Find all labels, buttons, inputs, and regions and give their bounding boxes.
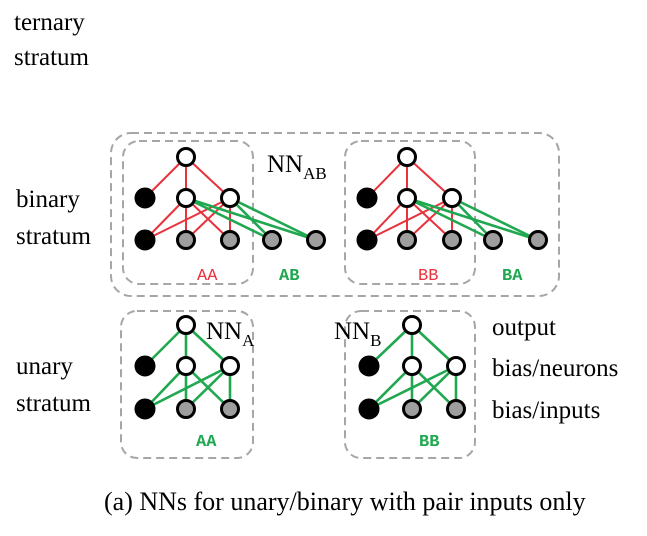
- bias-node: [356, 229, 378, 251]
- nn-ab-label: NNAB: [267, 151, 327, 183]
- ternary-stratum-label: ternary stratum: [14, 9, 91, 71]
- binary-right-network: [356, 147, 548, 251]
- bias-node: [134, 398, 156, 420]
- legend-bias-inputs: bias/inputs: [492, 397, 600, 424]
- green-edges: [185, 196, 317, 242]
- neuron-node: [397, 188, 417, 208]
- neuron-node: [446, 356, 466, 376]
- nn-b-label: NNB: [334, 318, 381, 350]
- legend-bias-neurons: bias/neurons: [492, 355, 618, 382]
- input-node: [176, 399, 196, 419]
- bias-node: [134, 187, 156, 209]
- unary-bb-label: BB: [419, 433, 439, 452]
- unary-stratum-label: unary stratum: [16, 353, 92, 417]
- input-node: [397, 230, 417, 250]
- output-node: [402, 315, 422, 335]
- bias-node: [134, 355, 156, 377]
- bias-node: [356, 187, 378, 209]
- bias-node: [358, 355, 380, 377]
- legend-output: output: [492, 314, 556, 341]
- neuron-node: [176, 356, 196, 376]
- unary-aa-label: AA: [196, 433, 217, 452]
- unary-left-network: [134, 315, 240, 420]
- input-node: [220, 230, 240, 250]
- input-node: [528, 230, 548, 250]
- neuron-node: [176, 188, 196, 208]
- binary-left-network: [134, 147, 326, 251]
- neuron-node: [220, 356, 240, 376]
- output-node: [397, 147, 417, 167]
- binary-ba-label: BA: [502, 267, 523, 286]
- figure-caption: (a) NNs for unary/binary with pair input…: [104, 487, 586, 516]
- nn-a-label: NNA: [206, 318, 255, 350]
- bias-node: [134, 229, 156, 251]
- input-node: [442, 230, 462, 250]
- input-node: [176, 230, 196, 250]
- neuron-node: [220, 188, 240, 208]
- input-node: [306, 230, 326, 250]
- binary-aa-label: AA: [197, 267, 218, 286]
- neuron-node: [402, 356, 422, 376]
- output-node: [176, 315, 196, 335]
- green-edges: [406, 196, 539, 242]
- neuron-node: [442, 188, 462, 208]
- output-node: [176, 147, 196, 167]
- input-node: [483, 230, 503, 250]
- unary-right-network: [358, 315, 466, 420]
- input-node: [262, 230, 282, 250]
- binary-bb-label: BB: [418, 267, 438, 286]
- input-node: [220, 399, 240, 419]
- nn-ab-outer-box: [110, 132, 560, 297]
- input-node: [402, 399, 422, 419]
- bias-node: [358, 398, 380, 420]
- binary-stratum-label: binary stratum: [16, 186, 92, 250]
- nn-a-box: [120, 310, 254, 459]
- binary-ab-label: AB: [279, 267, 299, 286]
- input-node: [446, 399, 466, 419]
- nn-b-box: [344, 310, 476, 459]
